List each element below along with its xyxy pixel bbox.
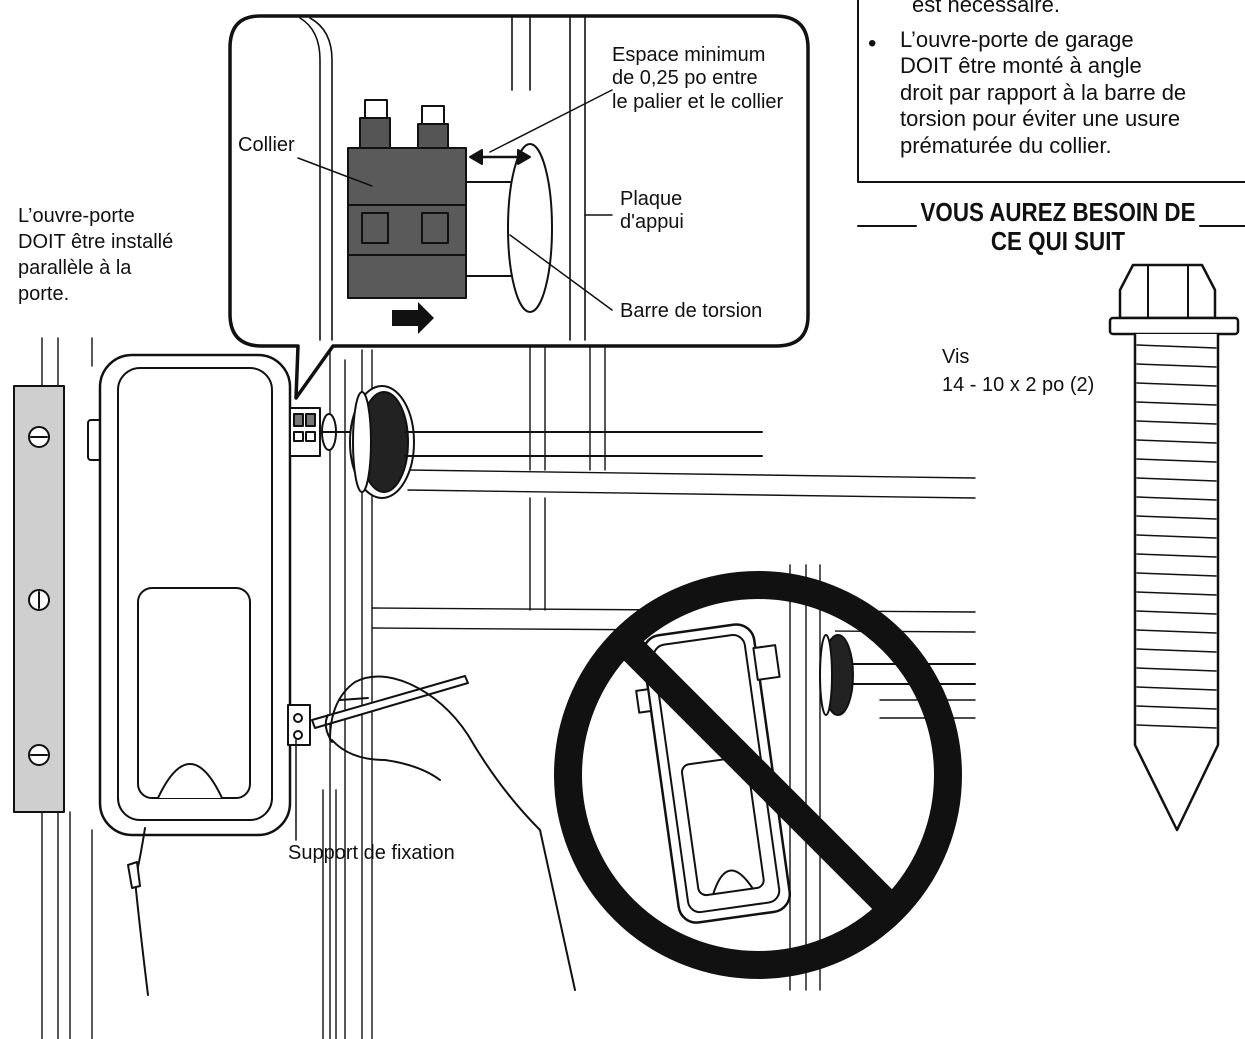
- screw-thread: [1136, 439, 1217, 444]
- parallel-instruction: L’ouvre-porte DOIT être installé parallè…: [18, 205, 174, 305]
- screw-thread: [1136, 344, 1217, 349]
- screw-thread: [1136, 382, 1217, 387]
- screw-thread: [1136, 553, 1217, 558]
- prohibition-sign: [554, 571, 962, 979]
- screw-spec-label: 14 - 10 x 2 po (2): [942, 374, 1095, 396]
- screw-illustration: [1108, 263, 1240, 832]
- note-bullet: •: [868, 30, 877, 57]
- screw-thread: [1136, 477, 1217, 482]
- bearing-plate-label: Plaque d'appui: [620, 188, 684, 234]
- screw-thread: [1136, 496, 1217, 501]
- screw-thread: [1136, 572, 1217, 577]
- mounting-bracket-label: Support de fixation: [288, 842, 455, 864]
- screw-thread: [1136, 705, 1217, 710]
- zoom-callout: [228, 14, 810, 400]
- note-bullet-text: L’ouvre-porte de garage DOIT être monté …: [900, 27, 1187, 158]
- screw-thread: [1136, 363, 1217, 368]
- screw-thread: [1136, 648, 1217, 653]
- screw-thread: [1136, 629, 1217, 634]
- screw-thread: [1136, 610, 1217, 615]
- note-box-fragment: est nécessaire.: [912, 0, 1060, 17]
- hand-with-pencil: [311, 675, 576, 991]
- screw-thread: [1136, 401, 1217, 406]
- screw-name-label: Vis: [942, 346, 970, 368]
- minimum-space-label: Espace minimum de 0,25 po entre le palie…: [612, 44, 784, 113]
- needed-items-heading: VOUS AUREZ BESOIN DE CE QUI SUIT: [920, 197, 1196, 257]
- prohibited-inset: [635, 560, 976, 991]
- screw-thread: [1136, 420, 1217, 425]
- torsion-bar-label: Barre de torsion: [620, 300, 763, 322]
- collar-label: Collier: [238, 134, 295, 156]
- screw-thread: [1136, 458, 1217, 463]
- note-box-outline: [857, 0, 1245, 183]
- door-rail: [13, 385, 65, 813]
- screw-thread: [1136, 591, 1217, 596]
- screw-thread: [1136, 667, 1217, 672]
- torsion-drum: [349, 385, 763, 499]
- screw-thread: [1136, 686, 1217, 691]
- garage-opener-unit: [87, 353, 353, 996]
- screw-thread: [1136, 515, 1217, 520]
- screw-thread: [1136, 534, 1217, 539]
- screw-thread: [1136, 724, 1217, 729]
